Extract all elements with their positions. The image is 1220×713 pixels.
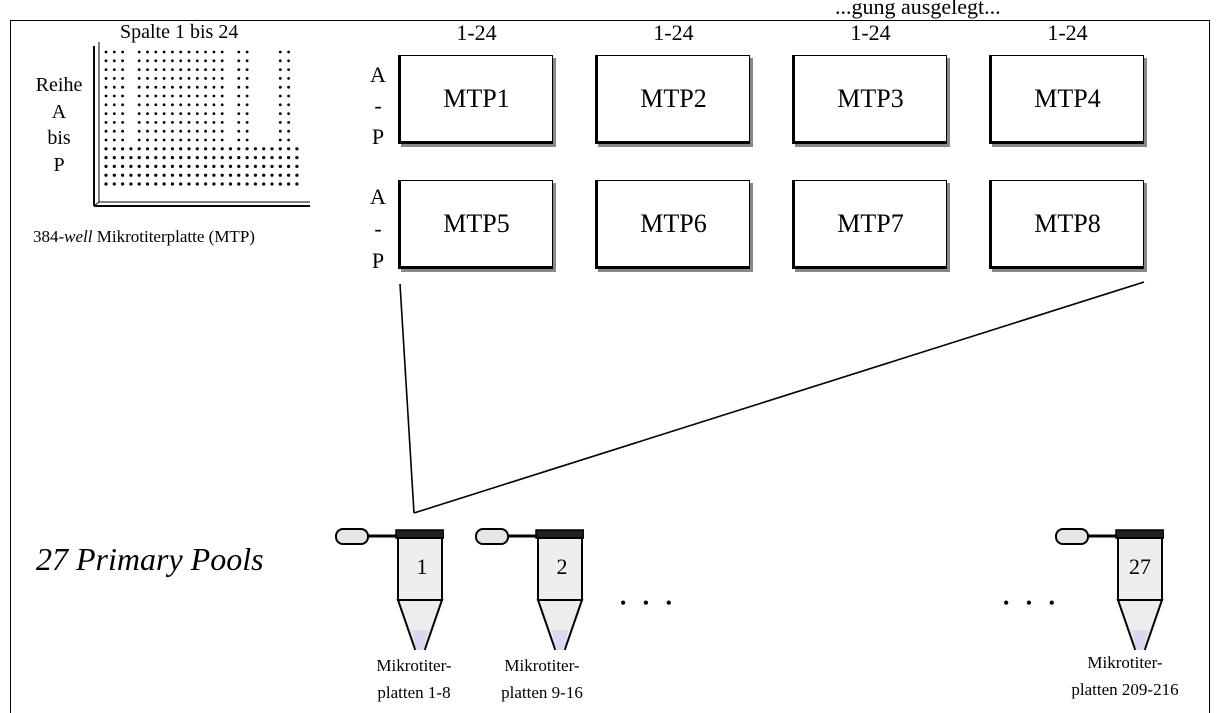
- legend-caption-italic: well: [64, 227, 93, 246]
- plate-mtp5: MTP5: [398, 180, 553, 269]
- plate-label: MTP2: [640, 84, 707, 113]
- column-range-header-3: 1-24: [850, 20, 891, 45]
- legend-plate-wells: [93, 42, 310, 207]
- row-letter-a-2: A: [370, 184, 386, 209]
- tube-caption-27-line1: Mikrotiter-: [1087, 653, 1163, 672]
- legend-caption-suffix: Mikrotiterplatte (MTP): [92, 227, 255, 246]
- tube-icon: [335, 528, 444, 650]
- row-letter-p-2: P: [371, 248, 385, 273]
- plate-mtp6: MTP6: [595, 180, 750, 269]
- plate-label: MTP8: [1034, 209, 1101, 238]
- ellipsis-right: • • •: [1003, 593, 1061, 613]
- frame-left-border: [10, 20, 11, 713]
- tube-caption-27-line2: platten 209-216: [1071, 680, 1179, 699]
- plate-mtp2: MTP2: [595, 55, 750, 144]
- plate-mtp4: MTP4: [989, 55, 1144, 144]
- frame-top-border: [10, 20, 1210, 21]
- legend-rows-label-1: Reihe: [35, 74, 83, 96]
- frame-right-border: [1209, 20, 1210, 713]
- column-range-header-2: 1-24: [653, 20, 694, 45]
- tube-caption-2-line1: Mikrotiter-: [504, 656, 580, 675]
- plate-mtp8: MTP8: [989, 180, 1144, 269]
- tube-number-2: 2: [556, 554, 568, 579]
- plate-label: MTP6: [640, 209, 707, 238]
- plate-label: MTP7: [837, 209, 904, 238]
- funnel-line-right: [413, 281, 1145, 514]
- plate-label: MTP3: [837, 84, 904, 113]
- ellipsis-middle: • • •: [620, 593, 678, 613]
- tube-caption-1-line2: platten 1-8: [377, 683, 451, 702]
- tube-icon: [475, 528, 584, 650]
- row-letter-p-1: P: [371, 124, 385, 149]
- header-fragment: ...gung ausgelegt...: [835, 0, 1001, 19]
- legend-rows-label-3: bis: [47, 127, 71, 149]
- legend-rows-label-4: P: [53, 154, 65, 176]
- legend-caption-prefix: 384-: [33, 227, 65, 246]
- tube-number-27: 27: [1129, 554, 1151, 579]
- tube-caption-1-line1: Mikrotiter-: [376, 656, 452, 675]
- plate-mtp7: MTP7: [792, 180, 947, 269]
- tube-icon: [1055, 528, 1164, 650]
- row-letter-a-1: A: [370, 62, 386, 87]
- legend-plate-caption: 384-well Mikrotiterplatte (MTP): [33, 228, 255, 245]
- column-range-header-1: 1-24: [456, 20, 497, 45]
- legend-rows-label-2: A: [51, 101, 67, 123]
- plate-label: MTP1: [443, 84, 510, 113]
- row-letter-dash-2: -: [374, 216, 382, 241]
- plate-mtp1: MTP1: [398, 55, 553, 144]
- column-range-header-4: 1-24: [1047, 20, 1088, 45]
- pools-title: 27 Primary Pools: [36, 541, 264, 577]
- tube-number-1: 1: [416, 554, 428, 579]
- plate-label: MTP4: [1034, 84, 1101, 113]
- plate-label: MTP5: [443, 209, 510, 238]
- tube-caption-2-line2: platten 9-16: [501, 683, 583, 702]
- legend-columns-label: Spalte 1 bis 24: [120, 21, 239, 43]
- row-letter-dash-1: -: [374, 93, 382, 118]
- funnel-line-left: [399, 283, 415, 514]
- plate-mtp3: MTP3: [792, 55, 947, 144]
